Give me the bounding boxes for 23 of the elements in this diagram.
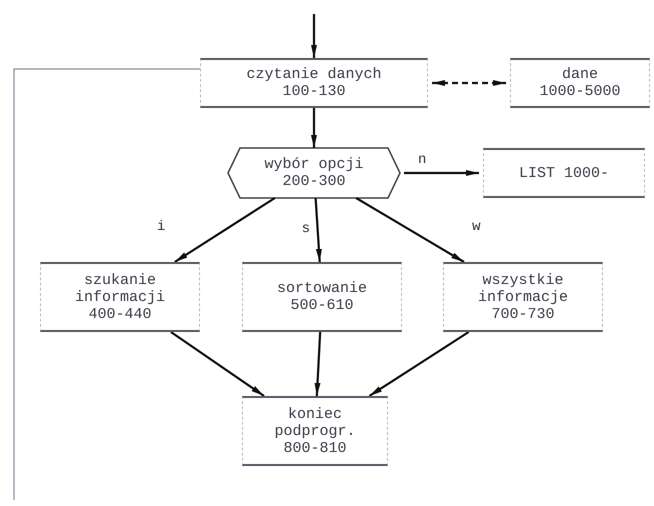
process-box — [443, 262, 603, 332]
node-text: 1000-5000 — [539, 83, 620, 100]
process-box — [510, 58, 650, 108]
node-text: 500-610 — [290, 297, 354, 314]
node-text: wybór opcji — [264, 156, 364, 173]
node-text: 800-810 — [283, 440, 346, 456]
node-text: dane — [562, 66, 598, 83]
process-box — [200, 58, 428, 108]
node-text: 400-440 — [88, 306, 152, 322]
node-text: LIST 1000- — [518, 164, 609, 182]
process-box — [242, 396, 388, 466]
process-box — [40, 262, 200, 332]
node-text: czytanie danych — [246, 66, 382, 83]
node-text: 700-730 — [491, 306, 554, 322]
node-text: koniec podprogr. — [273, 406, 356, 440]
node-text: wszystkie informacje — [476, 272, 569, 306]
process-box — [242, 262, 402, 332]
node-text: sortowanie — [276, 280, 367, 297]
node-text: 200-300 — [282, 173, 346, 190]
node-text: szukanie informacji — [74, 272, 166, 306]
process-box — [483, 148, 645, 198]
node-text: 100-130 — [282, 83, 346, 100]
connector-line — [13, 68, 200, 500]
